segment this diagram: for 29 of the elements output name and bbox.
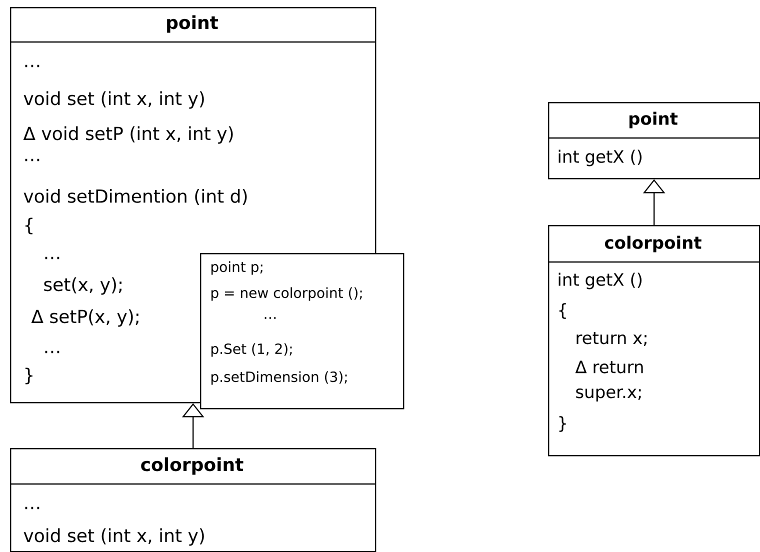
code-line: … [264,317,276,319]
code-line: p.setDimension (3); [211,371,347,385]
code-line: … [45,350,60,354]
code-line: Δ return [575,360,643,374]
class-name: point [629,112,678,128]
code-line: int getX () [558,272,642,290]
code-line: … [25,158,40,162]
code-line: p = new colorpoint (); [211,287,362,301]
code-line: { [559,303,566,319]
code-line: set(x, y); [44,277,122,295]
class-name: point [167,15,218,33]
code-line: point p; [211,261,262,275]
code-line: … [25,506,40,510]
code-line: Δ void setP (int x, int y) [23,126,233,144]
code-line: int getX () [558,150,642,166]
code-line: void set (int x, int y) [24,528,204,546]
code-line: { [25,218,32,234]
code-line: p.Set (1, 2); [211,343,292,357]
code-line: } [25,368,32,384]
code-line: … [25,64,40,68]
class-name: colorpoint [141,457,244,475]
code-line: Δ setP(x, y); [31,309,138,327]
code-line: void setDimention (int d) [24,188,247,206]
code-line: } [559,416,566,432]
code-line: super.x; [576,388,641,402]
code-line: … [45,256,60,260]
code-line: return x; [576,332,646,346]
code-line: void set (int x, int y) [24,91,204,109]
class-name: colorpoint [604,236,702,252]
